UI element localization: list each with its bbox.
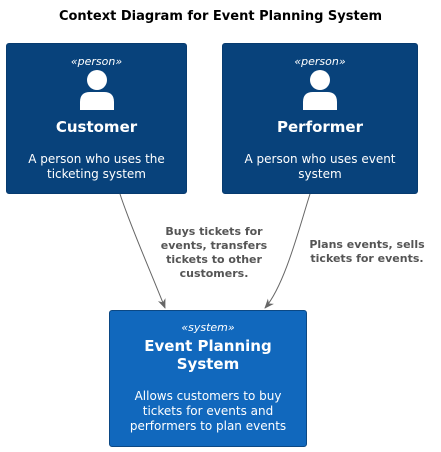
edge-label-line: tickets for events. [310, 252, 424, 265]
system-description-line: Allows customers to buy [134, 389, 282, 403]
edge-label-line: customers. [179, 267, 249, 280]
edge-label-performer: Plans events, sells tickets for events. [297, 238, 437, 266]
system-name: Event Planning System [110, 337, 306, 373]
performer-description-line: system [298, 167, 342, 181]
edge-label-line: Plans events, sells [309, 238, 425, 251]
customer-name: Customer [55, 118, 138, 136]
edge-customer-to-system [119, 193, 166, 309]
performer-name: Performer [277, 118, 363, 136]
customer-description: A person who uses the ticketing system [13, 152, 180, 182]
customer-node[interactable]: «person» Customer A person who uses the … [6, 43, 187, 194]
system-name-line: Event Planning [144, 337, 272, 355]
system-node[interactable]: «system» Event Planning System Allows cu… [109, 310, 307, 447]
performer-stereotype: «person» [294, 55, 346, 68]
edge-performer-to-system [264, 193, 311, 309]
system-description-line: performers to plan events [129, 419, 287, 433]
person-icon [303, 70, 337, 110]
system-description-line: tickets for events and [142, 404, 274, 418]
customer-stereotype: «person» [70, 55, 123, 68]
diagram-title: Context Diagram for Event Planning Syste… [58, 9, 383, 24]
customer-description-line: A person who uses the [28, 152, 165, 166]
edge-label-line: tickets to other [166, 253, 262, 266]
performer-node[interactable]: «person» Performer A person who uses eve… [222, 43, 418, 194]
person-icon [79, 70, 114, 110]
edge-label-line: Buys tickets for [165, 225, 263, 238]
system-name-line: System [176, 355, 240, 373]
customer-description-line: ticketing system [47, 167, 146, 181]
edge-label-line: events, transfers [160, 239, 268, 252]
system-stereotype: «system» [181, 321, 235, 334]
performer-description: A person who uses event system [229, 152, 411, 182]
system-description: Allows customers to buy tickets for even… [116, 389, 300, 434]
edge-label-customer: Buys tickets for events, transfers ticke… [148, 225, 280, 281]
performer-description-line: A person who uses event [244, 152, 396, 166]
